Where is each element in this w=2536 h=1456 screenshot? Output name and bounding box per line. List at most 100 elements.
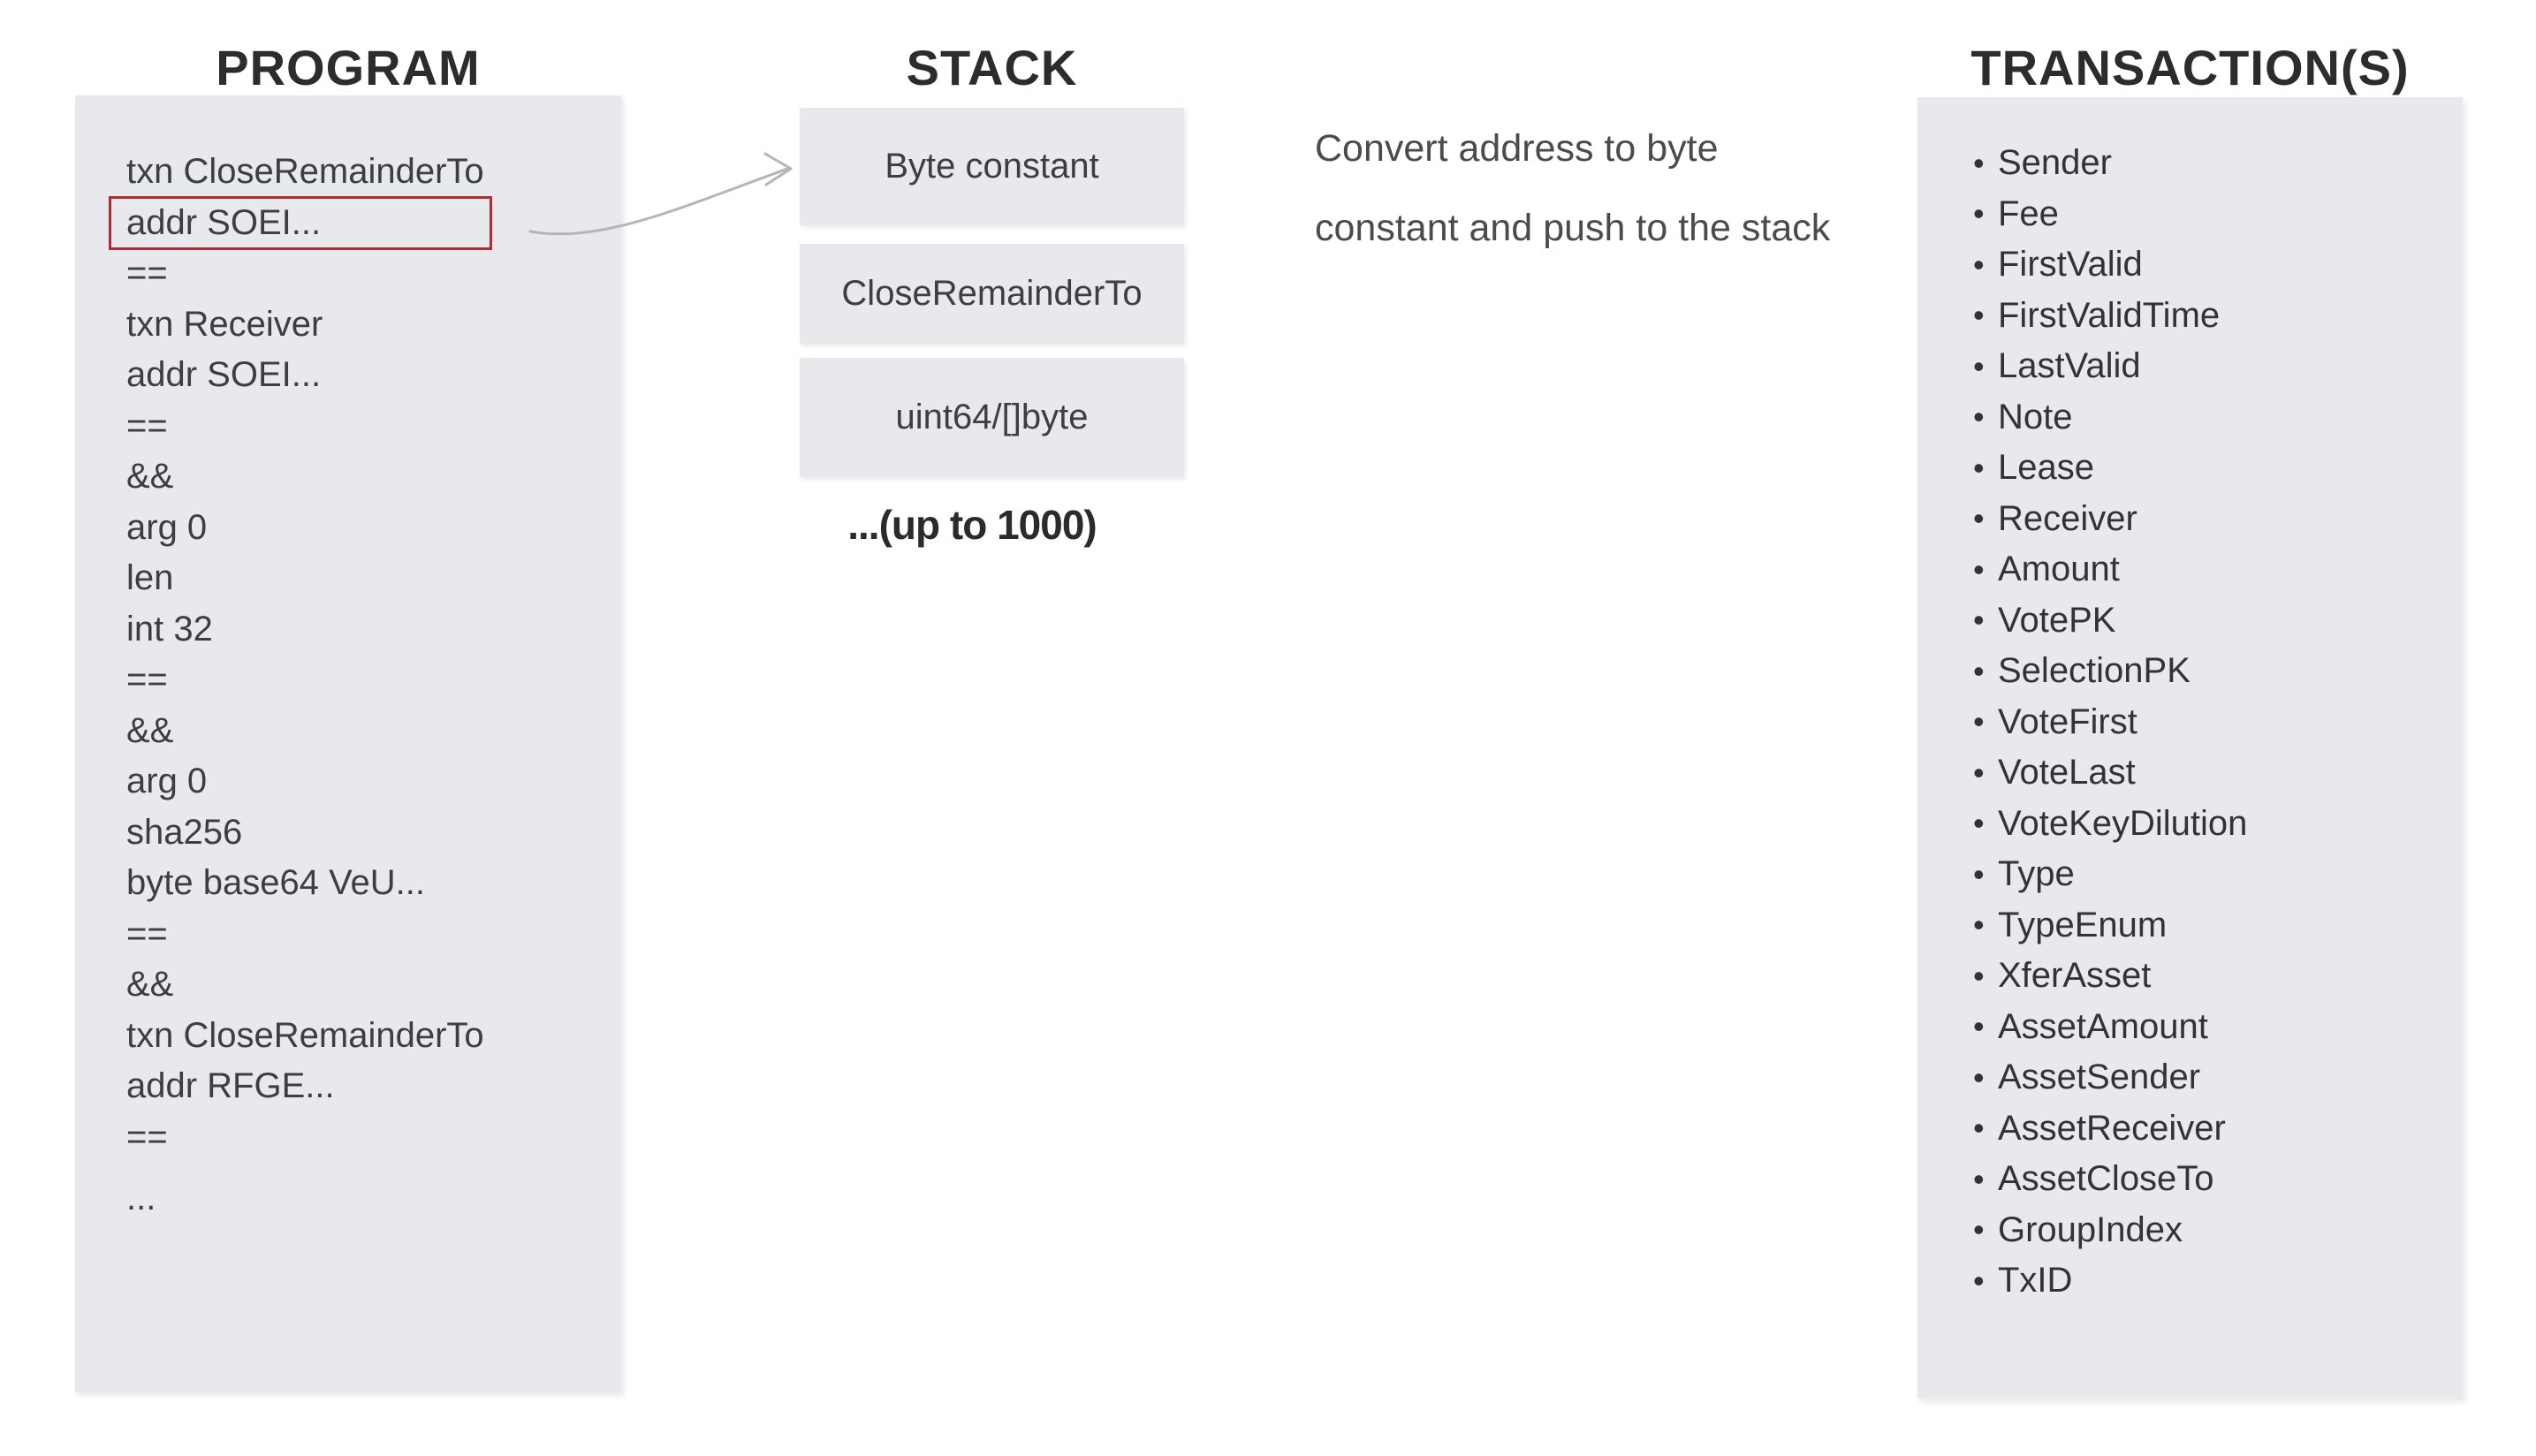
transaction-field-label: Amount	[1998, 550, 2120, 589]
bullet-icon: •	[1973, 1110, 1985, 1147]
transaction-field: • VotePK	[1973, 595, 2450, 647]
program-line: ==	[126, 406, 168, 445]
stack-capacity-note: ...(up to 1000)	[847, 502, 1097, 548]
bullet-icon: •	[1973, 246, 1985, 283]
transactions-column-title: TRANSACTION(S)	[1970, 40, 2410, 95]
program-line-highlighted: addr SOEI...	[126, 202, 322, 242]
bullet-icon: •	[1973, 602, 1985, 639]
program-line: sha256	[126, 812, 243, 852]
bullet-icon: •	[1973, 398, 1985, 436]
transaction-field: •Receiver	[1973, 494, 2450, 545]
stack-item-byte-constant: Byte constant	[800, 108, 1184, 225]
bullet-icon: •	[1973, 1058, 1985, 1096]
program-line: ==	[126, 660, 168, 700]
transaction-field: • Type	[1973, 849, 2450, 900]
transaction-field-label: TxID	[1998, 1261, 2073, 1301]
transaction-field: • Fee	[1973, 189, 2450, 240]
bullet-icon: •	[1973, 449, 1985, 486]
transaction-field: • VoteFirst	[1973, 697, 2450, 748]
program-column-title: PROGRAM	[216, 40, 481, 95]
transaction-field: • Amount	[1973, 544, 2450, 595]
transaction-field-label: FirstValid	[1998, 245, 2143, 284]
transaction-fields-list: • Sender • Fee • FirstValid • FirstValidTime…	[1973, 138, 2450, 1307]
annotation-line-1: Convert address to byte	[1315, 127, 1719, 170]
transaction-field: • FirstValidTime	[1973, 291, 2450, 342]
stack-item-closeremainderto: CloseRemainderTo	[800, 244, 1184, 344]
transaction-field-label: VoteFirst	[1998, 701, 2137, 741]
bullet-icon: •	[1973, 195, 1985, 232]
transaction-field: • XferAsset	[1973, 951, 2450, 1002]
transaction-field-label: GroupIndex	[1998, 1210, 2183, 1249]
program-line: addr SOEI...	[126, 355, 322, 395]
transaction-field-label: VoteKeyDilution	[1998, 803, 2248, 843]
bullet-icon: •	[1973, 500, 1985, 537]
bullet-icon: •	[1973, 144, 1985, 181]
bullet-icon: •	[1973, 754, 1985, 791]
program-line: int 32	[126, 609, 213, 648]
transaction-field: • AssetAmount	[1973, 1002, 2450, 1053]
program-line: ==	[126, 254, 168, 293]
program-line: &&	[126, 457, 174, 497]
transaction-field: • Note	[1973, 392, 2450, 444]
program-line: addr RFGE...	[126, 1066, 335, 1106]
program-line: ==	[126, 1117, 168, 1156]
bullet-icon: •	[1973, 652, 1985, 689]
stack-item-type: uint64/[]byte	[800, 358, 1184, 477]
transaction-field: • LastValid	[1973, 341, 2450, 392]
transaction-field: • SelectionPK	[1973, 646, 2450, 697]
transaction-field-label: Lease	[1998, 448, 2094, 488]
transaction-field-label: VoteLast	[1998, 753, 2136, 792]
transaction-field-label: XferAsset	[1998, 956, 2152, 996]
program-line: txn Receiver	[126, 304, 323, 344]
stack-column-title: STACK	[906, 40, 1078, 95]
highlight-box	[109, 196, 492, 250]
transaction-field-label: Sender	[1998, 143, 2112, 183]
bullet-icon: •	[1973, 906, 1985, 944]
bullet-icon: •	[1973, 550, 1985, 588]
transaction-field: • TypeEnum	[1973, 900, 2450, 952]
bullet-icon: •	[1973, 855, 1985, 892]
transaction-field-label: Note	[1998, 397, 2073, 436]
bullet-icon: •	[1973, 1160, 1985, 1197]
transaction-field-label: TypeEnum	[1998, 905, 2168, 944]
transaction-field: • Sender	[1973, 138, 2450, 189]
transaction-field: • VoteLast	[1973, 747, 2450, 799]
program-line: &&	[126, 710, 174, 750]
transaction-field: • VoteKeyDilution	[1973, 799, 2450, 850]
annotation-line-2: constant and push to the stack	[1315, 207, 1831, 249]
bullet-icon: •	[1973, 1262, 1985, 1299]
program-panel	[75, 95, 621, 1392]
annotation-text: Convert address to byte constant and pus…	[1315, 109, 1863, 268]
transaction-field-label: Type	[1998, 854, 2075, 894]
transaction-field-label: AssetReceiver	[1998, 1108, 2226, 1148]
program-line-ellipsis: ...	[126, 1179, 156, 1218]
transactions-panel	[1917, 97, 2463, 1399]
transaction-field: • AssetSender	[1973, 1052, 2450, 1103]
transaction-field: • GroupIndex	[1973, 1205, 2450, 1256]
transaction-field-label: SelectionPK	[1998, 651, 2191, 691]
transaction-field: • FirstValid	[1973, 239, 2450, 291]
transaction-field-label: AssetSender	[1998, 1058, 2201, 1097]
program-line: len	[126, 558, 174, 598]
bullet-icon: •	[1973, 805, 1985, 842]
transaction-field-label: AssetAmount	[1998, 1006, 2208, 1046]
transaction-field-label: LastValid	[1998, 346, 2141, 386]
program-line: byte base64 VeU...	[126, 863, 426, 903]
bullet-icon: •	[1973, 347, 1985, 384]
transaction-field-label: VotePK	[1998, 600, 2116, 640]
transaction-field-label: FirstValidTime	[1998, 295, 2221, 335]
transaction-field: • Lease	[1973, 443, 2450, 494]
bullet-icon: •	[1973, 297, 1985, 334]
program-code-listing: txn CloseRemainderTo addr SOEI... == txn…	[126, 147, 604, 1225]
program-line: arg 0	[126, 762, 208, 801]
program-line: txn CloseRemainderTo	[126, 1015, 484, 1055]
bullet-icon: •	[1973, 1211, 1985, 1248]
bullet-icon: •	[1973, 703, 1985, 740]
program-line: arg 0	[126, 507, 208, 547]
transaction-field-label: Fee	[1998, 193, 2059, 233]
arrowhead-icon	[763, 152, 793, 186]
program-line: txn CloseRemainderTo	[126, 152, 484, 192]
transaction-field-label: AssetCloseTo	[1998, 1159, 2214, 1199]
bullet-icon: •	[1973, 1008, 1985, 1045]
bullet-icon: •	[1973, 957, 1985, 994]
